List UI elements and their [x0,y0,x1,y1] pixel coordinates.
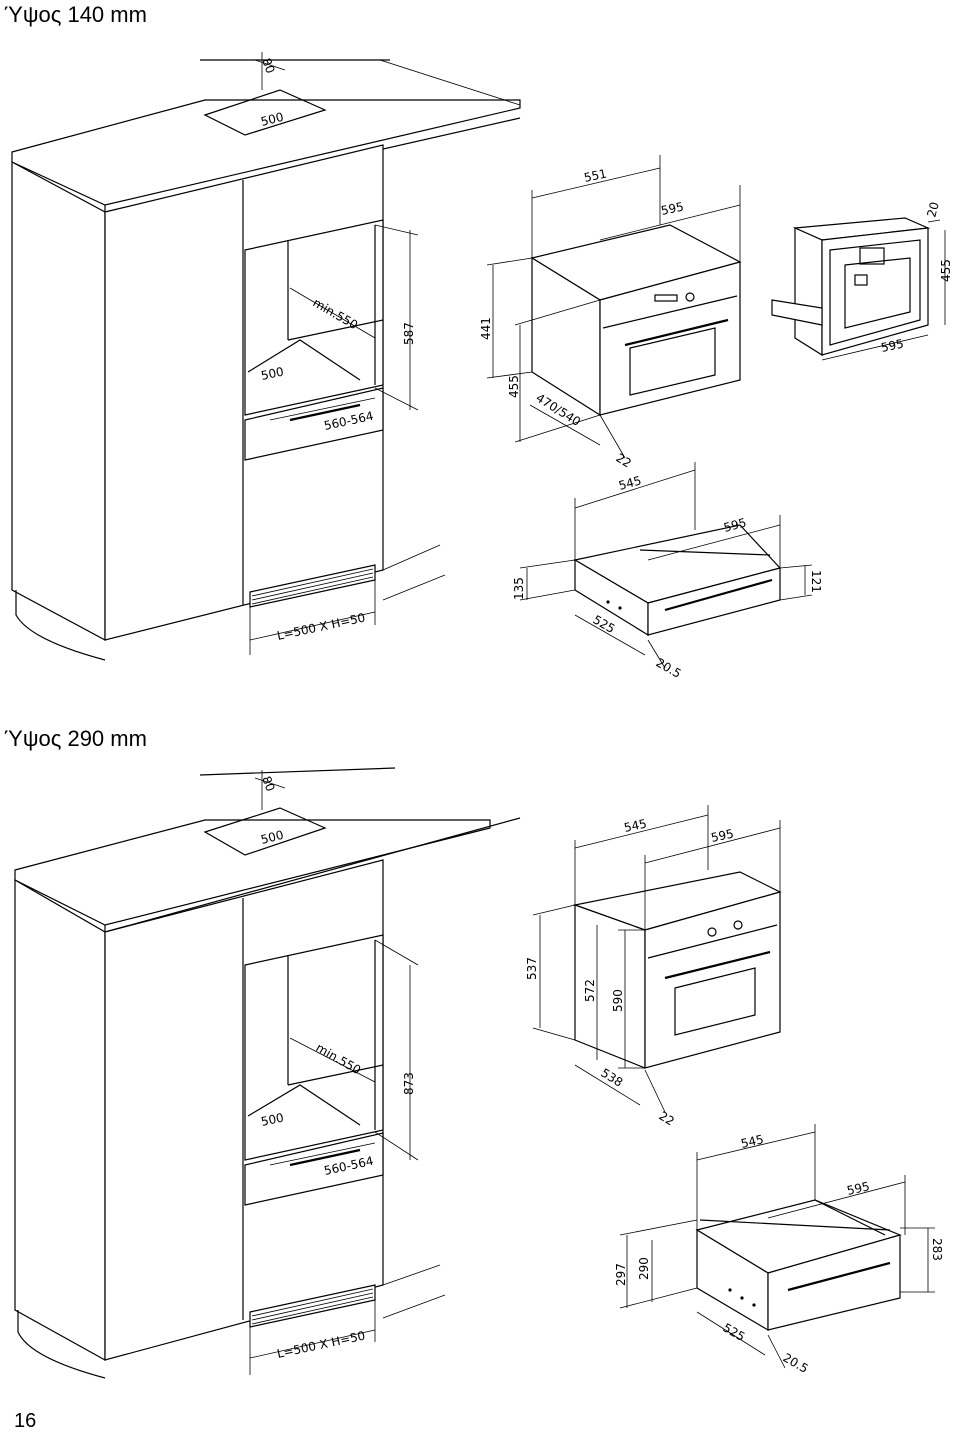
cabinet-drawing: 80 500 min.550 587 500 560-564 L=500 X H… [11,52,521,661]
drawer-dim-545: 545 [617,473,643,492]
drawer-dim-297: 297 [614,1263,628,1286]
oven-dim-22: 22 [613,451,633,471]
coffee-dim-455: 455 [939,259,953,282]
oven-dim-595: 595 [710,826,735,844]
dim-80: 80 [259,56,277,75]
drawer-front [767,1234,901,1331]
section-title-140: Ύψος 140 mm [4,2,147,27]
drawer-dim-283: 283 [930,1238,944,1261]
top-opening [203,89,327,136]
oven-dim-455: 455 [507,375,521,398]
dim-vent: L=500 X H=50 [276,1329,367,1361]
drawer-dim-121: 121 [809,570,823,593]
installation-drawing-140: 80 500 min.550 587 500 560-564 L=500 X H… [11,52,953,681]
coffee-tray [771,299,823,326]
oven-dim-441: 441 [479,317,493,340]
niche-drawer [244,387,384,461]
drawer-dim-525: 525 [591,612,618,636]
coffee-dim-595: 595 [880,336,905,354]
oven-dim-22: 22 [656,1109,676,1129]
cabinet-niche [244,934,384,1161]
drawer-dim-595: 595 [846,1179,871,1198]
installation-drawing-290: 80 500 min.550 873 500 560-564 L=500 X H… [14,767,944,1379]
oven-dim-538: 538 [598,1066,625,1090]
oven-front [644,891,781,1069]
oven-dim-537: 537 [525,957,539,980]
section-title-290: Ύψος 290 mm [4,726,147,751]
dim-587: 587 [402,322,416,345]
coffee-recess [844,257,911,329]
drawer-dim-290: 290 [637,1257,651,1280]
drawer-dim-20-5: 20.5 [781,1350,811,1375]
coffee-dim-20: 20 [924,200,941,218]
coffee-front [821,227,929,356]
oven-dim-551: 551 [583,166,608,184]
oven-dim-572: 572 [583,979,597,1002]
drawer-drawing: 545 595 297 290 283 525 20.5 [614,1124,944,1376]
dim-80: 80 [259,774,277,793]
drawer-dim-545: 545 [740,1132,765,1151]
oven-dim-590: 590 [611,989,625,1012]
dim-vent: L=500 X H=50 [276,611,367,643]
oven-dim-595: 595 [660,199,685,217]
oven-drawing: 551 595 441 455 470/540 22 [479,155,742,471]
drawer-drawing: 545 595 135 121 525 20.5 [512,462,823,681]
drawer-dim-595: 595 [722,515,748,534]
coffee-machine-drawing: 20 455 595 [771,200,953,361]
page-number: 16 [14,1410,37,1432]
cabinet-niche [244,219,384,416]
dim-top-500: 500 [259,110,285,129]
dim-873: 873 [402,1072,416,1095]
top-opening [203,807,327,856]
coffee-bezel [829,239,921,346]
dim-niche-500: 500 [260,1110,285,1128]
cabinet-side [14,878,106,1362]
cabinet-drawing: 80 500 min.550 873 500 560-564 L=500 X H… [14,767,521,1379]
oven-dim-545: 545 [623,816,648,834]
drawer-dim-135: 135 [512,577,526,600]
oven-window [674,967,756,1036]
coffee-side [794,227,823,357]
cabinet-side [11,160,106,642]
drawer-dim-525: 525 [721,1320,748,1344]
dim-top-500: 500 [259,828,285,847]
niche-drawer [244,1132,384,1206]
dim-niche-500: 500 [260,364,285,382]
drawer-dim-20-5: 20.5 [654,655,684,680]
oven-drawing: 545 595 537 572 590 538 22 [525,805,782,1129]
oven-window [629,327,716,396]
